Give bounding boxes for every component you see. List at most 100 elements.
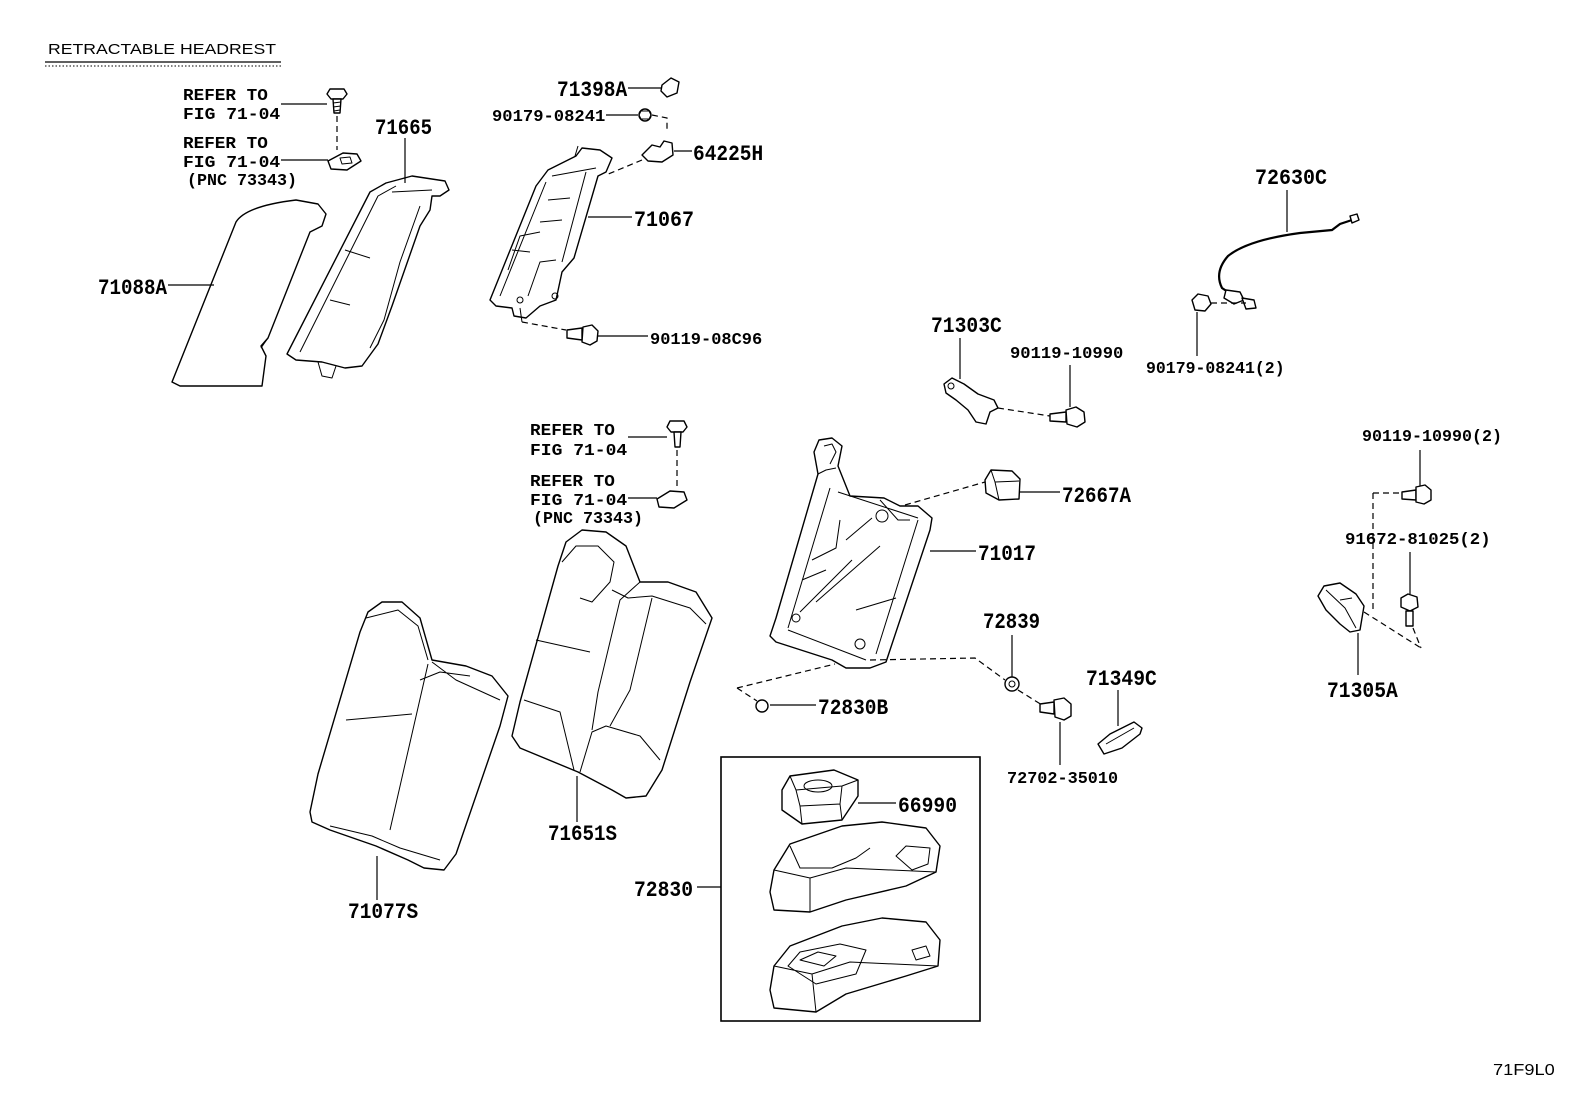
bolt-head [1415,484,1432,505]
reference-line: REFER TO [530,422,615,441]
bolt-icon [1039,697,1072,721]
part-71067 [489,145,613,323]
part-detail-lines [1325,589,1357,629]
reference-note-4: REFER TO FIG 71-04 (PNC 73343) [530,473,657,529]
part-72667A [984,469,1021,501]
part-detail-lines [773,845,937,912]
reference-line: FIG 71-04 [183,154,280,173]
bolt-shank [673,431,682,448]
part-label-71349C: 71349C [1086,667,1157,692]
part-71305A [1317,582,1365,633]
assembly-dashed-line [736,663,836,702]
nut-icon [638,108,652,122]
part-71303C [943,377,999,425]
cable-end [1349,213,1360,224]
reference-line: REFER TO [183,135,268,154]
reference-line: FIG 71-04 [530,492,627,511]
bolt-icon [1049,406,1086,428]
part-detail-lines [1105,727,1135,745]
nut-hex [638,110,652,120]
part-label-71651S: 71651S [548,822,617,847]
armrest-open-view [769,917,941,1013]
part-label-71017: 71017 [978,542,1036,567]
nut-icon [1191,293,1212,312]
part-outline [769,437,933,669]
nut-icon [755,699,769,713]
bolt-icon [666,420,688,448]
bolt-thread [332,101,342,112]
part-label-72630C: 72630C [1255,166,1327,191]
cable-line [1217,218,1354,298]
part-label-64225H: 64225H [693,142,763,167]
clip-icon [656,490,688,509]
reference-note-1: REFER TO FIG 71-04 [183,87,327,125]
part-detail-lines [787,443,919,661]
part-outline [769,821,941,913]
part-label-71303C: 71303C [931,314,1002,339]
assembly-dashed-line [605,159,643,176]
hole [947,382,955,390]
bolt-shank [1039,701,1055,715]
bolt-shank [566,327,583,341]
part-outline [511,529,713,799]
part-outline [984,469,1021,501]
clip-hole [339,156,353,165]
part-71088A [171,199,327,387]
part-71665 [286,175,450,379]
reference-line: (PNC 73343) [533,510,643,529]
bolt-shank [1049,411,1067,423]
part-detail-lines [990,469,1020,501]
part-label-71077S: 71077S [348,900,418,925]
cable-connector [1241,297,1257,310]
part-label-72830: 72830 [634,878,693,903]
part-detail-lines [499,145,597,323]
bolt-head [1053,697,1072,721]
assembly-dashed-line [651,114,668,132]
bolt-head [326,88,348,100]
bolt-icon [1401,484,1432,505]
clip-icon [327,152,362,171]
title-text: RETRACTABLE HEADREST [48,41,276,58]
reference-note-3: REFER TO FIG 71-04 [530,422,667,461]
part-outline [489,147,613,319]
reference-line: FIG 71-04 [183,106,280,125]
bolt-head [1065,406,1086,428]
assembly-dashed-line [1372,492,1402,612]
nut-outline [1004,676,1020,692]
part-66990 [781,769,859,825]
armrest-closed-view [769,821,941,913]
bolt-shank [1401,489,1417,501]
part-label-90179-08241: 90179-08241 [492,108,605,127]
bolt-icon [566,324,599,346]
part-label-90119-10990: 90119-10990 [1010,345,1123,364]
cable-connector [1223,289,1245,305]
part-71398A [660,77,680,98]
part-label-72702-35010: 72702-35010 [1007,770,1118,789]
nut-icon [1004,676,1020,692]
nut-hole [1008,680,1016,688]
part-71077S [309,601,509,871]
assembly-dashed-line [869,657,1043,706]
part-label-71088A: 71088A [98,276,168,301]
part-label-72830B: 72830B [818,696,888,721]
part-label-91672-81025-2: 91672-81025(2) [1345,531,1491,550]
hole [854,638,866,650]
figure-code: 71F9L0 [1493,1062,1555,1079]
diagram-title: RETRACTABLE HEADREST [45,41,281,67]
assembly-dashed-line [904,481,986,506]
part-outline [309,601,509,871]
clip-outline [327,152,362,171]
assembly-dashed-line [997,407,1051,417]
part-label-71067: 71067 [634,208,694,233]
part-outline [171,199,327,387]
part-detail-lines [299,185,433,379]
part-outline [1097,721,1143,755]
assembly-dashed-line [1363,611,1422,649]
part-outline [781,769,859,825]
part-label-71398A: 71398A [557,78,628,103]
part-outline [943,377,999,425]
part-71651S [511,529,713,799]
part-71017 [769,437,933,669]
hole [516,296,524,304]
